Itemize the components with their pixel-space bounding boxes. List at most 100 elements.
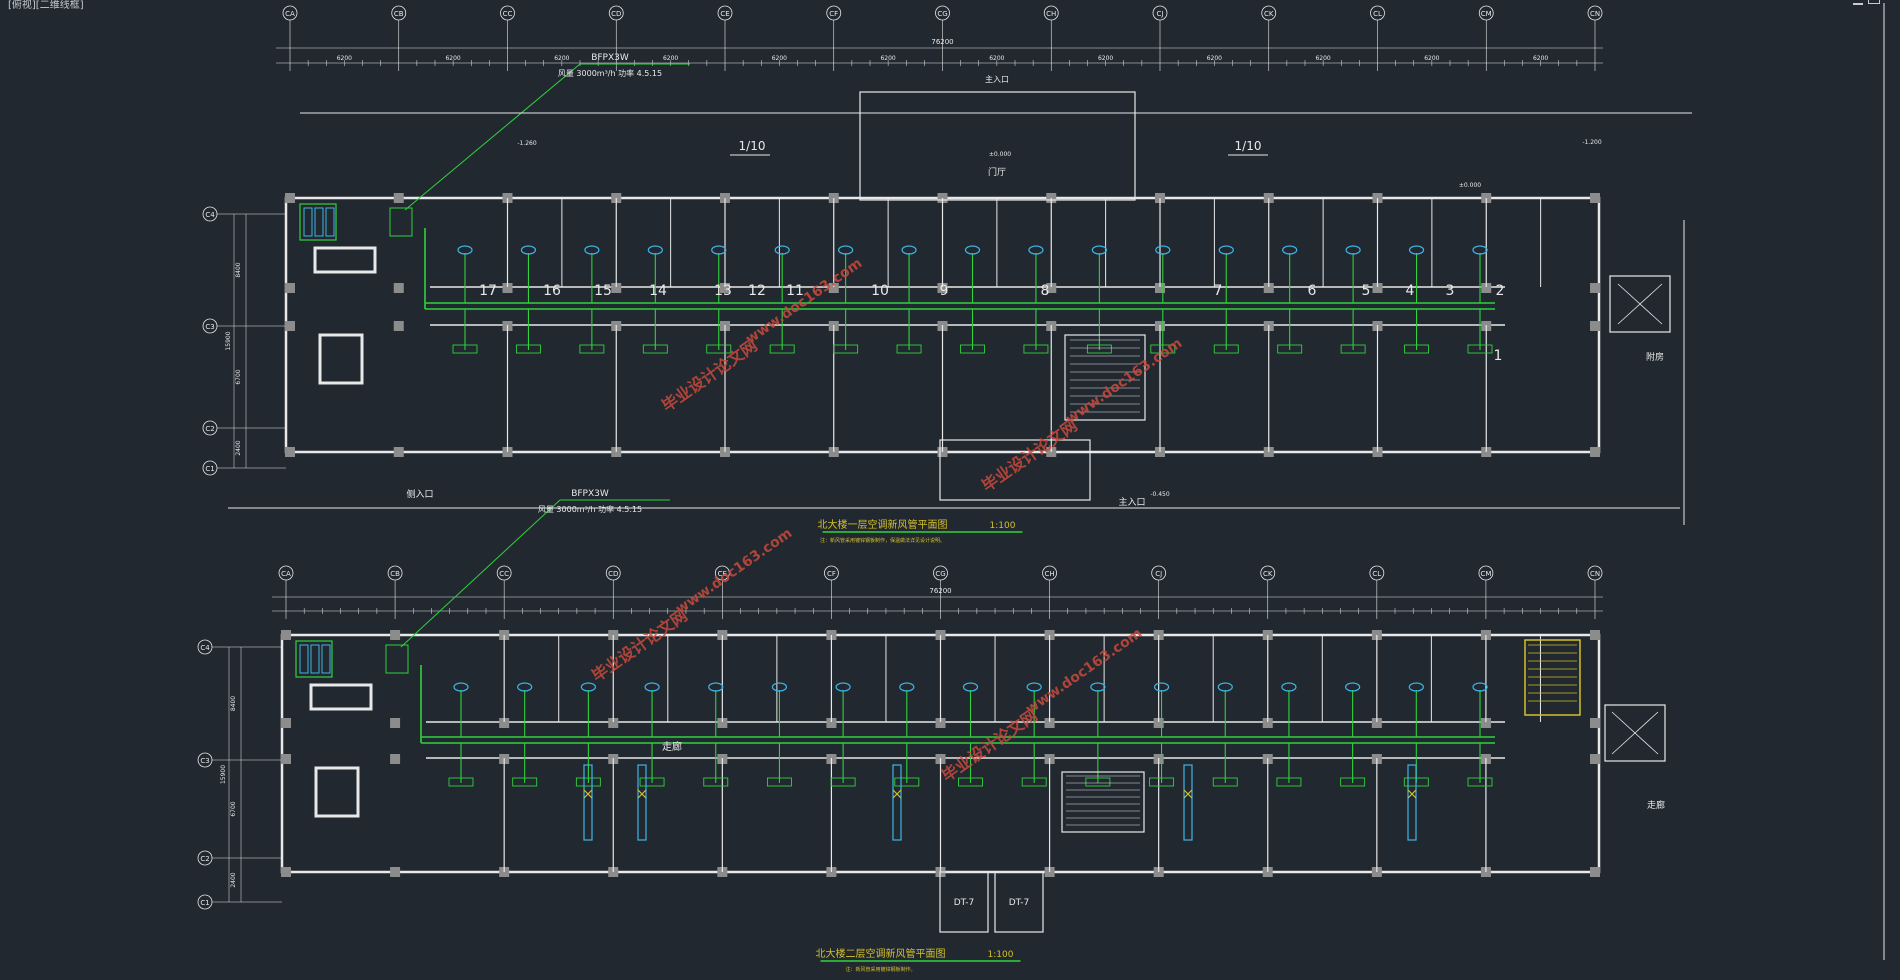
overall-row-dimension: 15900 <box>225 331 232 350</box>
structural-column <box>281 754 291 764</box>
valve-mark <box>1407 789 1417 799</box>
air-diffuser <box>708 682 724 692</box>
highlighted-stair <box>1524 639 1581 716</box>
structural-column <box>1153 718 1164 728</box>
air-diffuser <box>1218 245 1234 255</box>
supply-grille <box>1277 344 1303 354</box>
axis-bubble <box>1478 5 1494 21</box>
row-label: C1 <box>205 465 214 473</box>
axis-bubble <box>1260 565 1276 581</box>
row-dimension: 8400 <box>235 262 242 277</box>
supply-grille <box>960 344 985 354</box>
supply-grille <box>706 344 732 354</box>
supply-grille <box>830 777 856 787</box>
entrance-vestibule <box>939 439 1091 501</box>
axis-bubble <box>1042 565 1057 581</box>
structural-column <box>1590 321 1600 331</box>
axis-bubble <box>1043 5 1059 21</box>
entrance-canopy <box>859 91 1136 201</box>
close-icon[interactable] <box>1884 0 1894 3</box>
supply-grille <box>1340 344 1366 354</box>
axis-bubble <box>824 565 839 581</box>
structural-column <box>611 283 622 293</box>
ahu-section <box>325 207 335 237</box>
structural-column <box>393 447 404 457</box>
air-diffuser <box>964 245 981 255</box>
ahu-section <box>314 207 324 237</box>
structural-column <box>285 193 295 203</box>
supply-grille <box>1213 344 1239 354</box>
lobby-label: 门厅 <box>988 166 1006 178</box>
fan-coil-unit <box>892 764 902 841</box>
span-dimension: 6200 <box>1315 55 1330 62</box>
room-number: 4 <box>1406 283 1415 299</box>
main-stair <box>1061 771 1145 833</box>
slope-label: 1/10 <box>739 139 766 153</box>
minimize-icon[interactable] <box>1853 0 1863 5</box>
structural-column <box>935 718 946 728</box>
restore-icon[interactable] <box>1868 0 1880 4</box>
air-diffuser <box>517 682 533 692</box>
axis-label: CK <box>1263 570 1273 578</box>
air-diffuser <box>1472 245 1488 255</box>
supply-grille <box>1086 344 1112 354</box>
structural-column <box>499 718 510 728</box>
span-dimension: 6200 <box>445 55 460 62</box>
level-mark: -0.450 <box>1150 491 1170 498</box>
level-mark: -1.260 <box>517 140 537 147</box>
air-diffuser <box>1155 245 1171 255</box>
watermark-cn: 毕业设计论文网 <box>938 706 1041 786</box>
axis-bubble <box>826 5 842 21</box>
axis-label: CB <box>390 570 400 578</box>
structural-column <box>502 283 513 293</box>
annex-room <box>1604 704 1666 762</box>
air-diffuser <box>1345 682 1361 692</box>
supply-grille <box>639 777 665 787</box>
room-number: 14 <box>649 283 667 299</box>
main-stair <box>1064 334 1146 421</box>
row-label: C2 <box>200 855 209 863</box>
watermark-url: www.doc163.com <box>743 255 865 347</box>
axis-label: CG <box>937 10 947 18</box>
supply-grille <box>1276 777 1302 787</box>
air-diffuser <box>1408 682 1424 692</box>
view-label[interactable]: [俯视][二维线框] <box>8 0 84 11</box>
supply-grille <box>1085 777 1111 787</box>
valve-mark <box>1183 789 1193 799</box>
structural-column <box>1590 718 1600 728</box>
structural-column <box>390 630 401 640</box>
axis-label: CH <box>1046 10 1056 18</box>
supply-grille <box>1404 344 1430 354</box>
unit-tag: BFPX3W <box>591 53 629 63</box>
span-dimension: 6200 <box>1098 55 1113 62</box>
air-diffuser <box>711 245 727 255</box>
overall-row-dimension: 15900 <box>220 765 227 784</box>
room-number: 12 <box>748 283 766 299</box>
air-diffuser <box>899 682 915 692</box>
watermark-cn: 毕业设计论文网 <box>978 416 1081 496</box>
room-number: 2 <box>1496 283 1505 299</box>
room-number: 7 <box>1214 283 1223 299</box>
structural-column <box>390 867 401 877</box>
structural-column <box>608 718 619 728</box>
annex-cross <box>1617 283 1663 325</box>
elevator-label: DT-7 <box>1009 898 1030 908</box>
axis-label: CD <box>608 570 618 578</box>
row-label: C3 <box>205 323 214 331</box>
span-dimension: 6200 <box>1424 55 1439 62</box>
structural-column <box>1372 283 1383 293</box>
main-entrance-label: 主入口 <box>985 74 1009 84</box>
fan-coil-unit <box>583 764 593 841</box>
axis-bubble <box>1151 565 1167 581</box>
axis-label: CF <box>829 10 838 18</box>
axis-bubble <box>933 565 948 581</box>
plan-title: 北大楼一层空调新风管平面图 <box>818 518 948 531</box>
valve-mark <box>583 789 593 799</box>
axis-label: CJ <box>1155 570 1162 578</box>
structural-column <box>390 754 401 764</box>
watermark-url: www.doc163.com <box>1023 625 1145 717</box>
